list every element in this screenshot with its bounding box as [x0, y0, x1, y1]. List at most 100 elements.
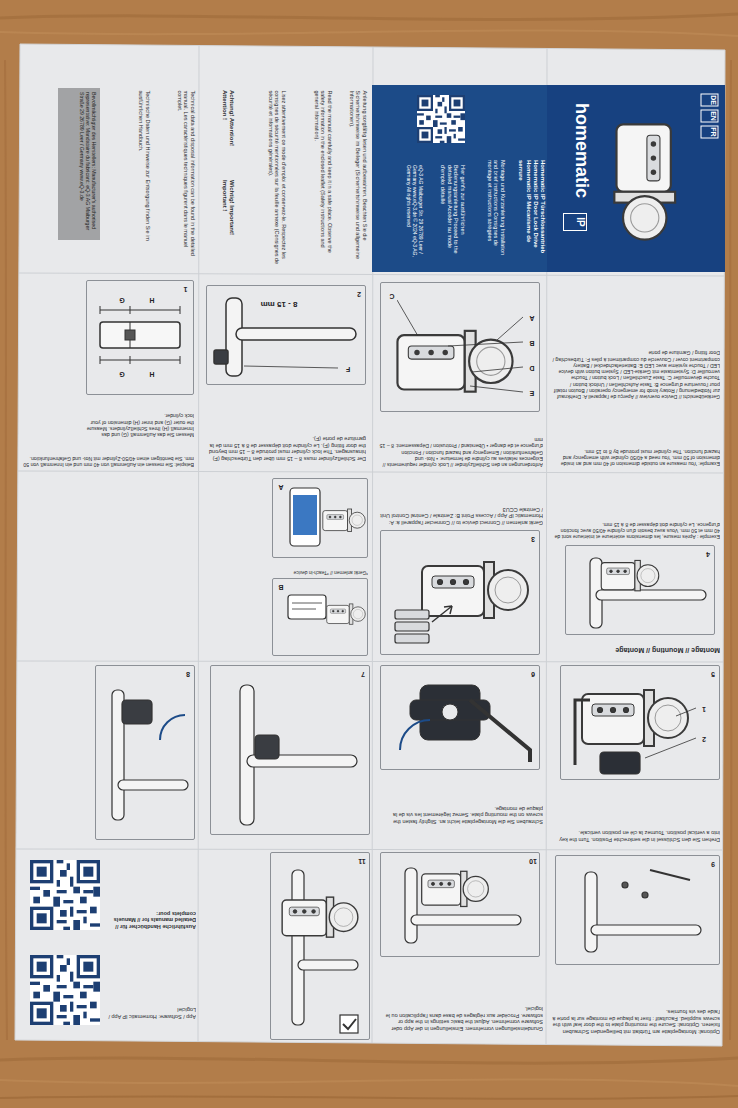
callout-label: F — [343, 364, 353, 374]
wood-background — [0, 1080, 738, 1086]
battery-insert — [422, 562, 528, 618]
qr-code — [30, 95, 465, 1025]
phone-teach-in — [288, 488, 365, 624]
settings-step — [422, 871, 489, 906]
cylinder-measure — [180, 356, 181, 364]
mounted-device — [596, 590, 706, 600]
instruction-text: Der Schließzylinder muss 8 – 15 mm über … — [206, 392, 366, 462]
safety-note: Lisez attentivement ce mode d'emploi et … — [240, 90, 286, 265]
step-panel: 10 — [380, 852, 540, 957]
safety-note: Read the manual carefully and keep it in… — [290, 90, 332, 265]
settings-step — [405, 868, 521, 943]
device-overview — [397, 300, 523, 392]
door-handle — [214, 298, 356, 376]
footnote: *Gerät anlernen // *Teach-in device — [272, 562, 368, 575]
info-note: Technische Daten und Hinweise zur Entsor… — [110, 90, 150, 265]
mounting-step — [600, 752, 640, 774]
step-panel: 3 — [380, 530, 540, 655]
phone-teach-in — [293, 495, 317, 535]
cylinder-measure — [100, 356, 101, 364]
callout-label: 7 — [357, 669, 369, 679]
settings-step — [405, 868, 417, 943]
callout-label: 8 — [182, 669, 194, 679]
cylinder-key — [240, 685, 357, 825]
phone-teach-in — [323, 509, 365, 531]
phone-teach-in — [292, 609, 316, 610]
instruction-text: Messen Sie das Außenmaß (G) und das Inne… — [86, 400, 194, 438]
callout-label: E — [527, 388, 537, 398]
app-note: App / Software: Homematic IP App / Logic… — [108, 960, 196, 1020]
handle-cylinder — [112, 690, 188, 820]
fold-lines — [198, 46, 199, 1042]
callout-label: 11 — [355, 856, 369, 866]
info-box: Bevollmächtigter des Herstellers: Manufa… — [58, 88, 100, 240]
cover-panel: homematicIPDEENFRHomematic IP Türschloss… — [372, 85, 725, 272]
door-handle — [236, 328, 356, 340]
phone-teach-in — [288, 595, 326, 619]
callout-label: EN — [700, 109, 718, 122]
door-handle — [214, 350, 228, 364]
callout-label: B — [276, 582, 286, 592]
section-heading: Montage // Mounting // Montage — [560, 640, 720, 654]
instruction-text: Beispiel: Sie messen ein Außenmaß von 40… — [22, 442, 194, 468]
mounting-step — [645, 738, 696, 758]
handle-cylinder — [160, 715, 185, 740]
screw-plate — [585, 870, 701, 952]
screw-plate — [591, 925, 701, 935]
qr-code — [30, 955, 100, 1025]
final-step — [282, 897, 358, 937]
cover-background — [547, 85, 725, 272]
fold-lines — [16, 46, 724, 1044]
fold-lines — [17, 661, 723, 662]
device-overview — [397, 331, 512, 392]
battery-insert — [395, 622, 429, 631]
callout-label: H — [147, 295, 157, 305]
device-overview — [397, 300, 418, 336]
qr-code — [30, 860, 100, 930]
node-text: Hier geht's zur ausführlichen Bedienungs… — [430, 165, 466, 265]
callout-label: 1 — [699, 704, 709, 714]
final-step — [298, 960, 358, 970]
callout-label: B — [527, 338, 537, 348]
mounting-step — [676, 708, 696, 716]
screw-plate — [585, 872, 597, 952]
instruction-text: Grundeinstellungen vornehmen: Einstellun… — [378, 962, 543, 1032]
callout-label: A — [276, 482, 286, 492]
cylinder-measure — [100, 322, 180, 348]
node-text: Homematic IP Türschlossantrieb Homematic… — [510, 160, 546, 264]
warning-note: Achtung! Attention! Attention ! — [205, 90, 235, 170]
step-panel: 9 — [555, 855, 720, 965]
battery-insert — [395, 610, 429, 619]
device-overview — [397, 300, 523, 392]
step-panel: 7 — [210, 665, 370, 835]
mounting-step — [575, 690, 696, 774]
settings-step — [411, 915, 521, 925]
instruction-text: Drehen Sie den Schlüssel in die senkrech… — [552, 785, 720, 843]
handle-cylinder — [118, 780, 188, 790]
mounting-plate — [410, 700, 490, 720]
instruction-text: Example: You measure an outside dimensio… — [552, 405, 720, 467]
fold-lines — [16, 849, 722, 850]
callout-label: H — [147, 369, 157, 379]
cylinder-key — [255, 735, 279, 759]
wood-background — [0, 14, 738, 20]
callout-label: 6 — [527, 669, 539, 679]
final-step — [340, 1015, 358, 1033]
info-box-background — [58, 88, 100, 240]
step-panel: 8 — [95, 665, 195, 840]
node-text: eQ-3 AG Maiburger Str. 29 26789 Leer / G… — [378, 165, 424, 265]
step-panel: 512 — [560, 665, 720, 780]
manual-note: Ausführliche Handbücher für // Detailed … — [108, 860, 196, 930]
battery-insert — [395, 634, 429, 643]
callout-label: G — [117, 369, 127, 379]
final-step — [343, 1019, 356, 1029]
device-overview-text: Geräteübersicht // Device overview // Ap… — [552, 280, 720, 400]
device-overview — [497, 317, 523, 340]
callout-label: 4 — [702, 549, 714, 559]
handle-cylinder — [122, 700, 152, 724]
door-handle — [244, 366, 338, 368]
callout-label: 8 - 15 mm — [247, 298, 311, 311]
